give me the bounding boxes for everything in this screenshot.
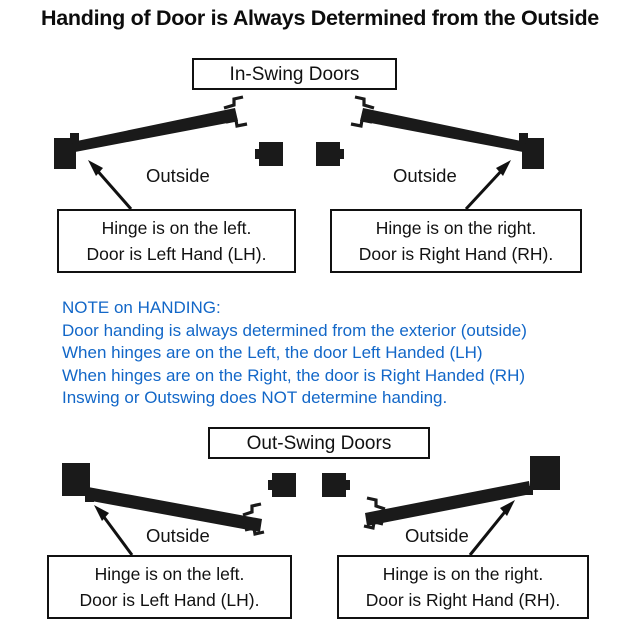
outside-label-inswing-right: Outside — [393, 165, 457, 186]
door-panel-outswing-right — [365, 481, 531, 526]
inswing-center-jambs — [255, 142, 344, 166]
door-hardware-bottom-outswing-right — [363, 520, 384, 530]
pointer-arrowhead-inswing-left — [88, 160, 103, 176]
pointer-line-outswing-right — [468, 507, 510, 556]
door-hardware-top-outswing-right — [366, 496, 386, 511]
jamb-notch-inswing-center-right — [339, 149, 344, 159]
callout-outswing-left-line2: Door is Left Hand (LH). — [79, 590, 260, 610]
jamb-block-inswing-center-right — [316, 142, 340, 166]
jamb-notch-outswing-center-left — [268, 480, 273, 490]
note-block: NOTE on HANDING: Door handing is always … — [62, 297, 527, 410]
note-line-2: When hinges are on the Left, the door Le… — [62, 343, 483, 363]
door-hardware-top-inswing-left — [223, 95, 244, 110]
callout-inswing-right: Hinge is on the right. Door is Right Han… — [330, 209, 582, 273]
jamb-block-outswing-center-right — [322, 473, 346, 497]
pointer-arrowhead-outswing-right — [500, 500, 515, 516]
jamb-block-inswing-center-left — [259, 142, 283, 166]
jamb-block-outswing-center-left — [272, 473, 296, 497]
callout-inswing-left-line2: Door is Left Hand (LH). — [86, 244, 267, 264]
outside-label-outswing-left: Outside — [146, 525, 210, 546]
jamb-notch-inswing-center-left — [255, 149, 260, 159]
pivot-knuckle-inswing-left — [70, 133, 79, 142]
hinge-block-outswing-right — [530, 456, 560, 490]
callout-outswing-right-line1: Hinge is on the right. — [382, 564, 544, 584]
note-heading: NOTE on HANDING: — [62, 298, 221, 317]
door-hardware-bottom-inswing-right — [350, 118, 373, 128]
page-title: Handing of Door is Always Determined fro… — [41, 6, 599, 30]
hinge-block-outswing-left — [62, 463, 90, 496]
hinge-block-inswing-left — [54, 138, 76, 169]
pivot-knuckle-outswing-right — [524, 486, 533, 495]
pivot-knuckle-outswing-left — [85, 493, 94, 502]
inswing-right-door-group — [350, 95, 544, 211]
door-panel-inswing-left — [72, 108, 238, 152]
callout-inswing-left-line1: Hinge is on the left. — [101, 218, 252, 238]
section-heading-outswing: Out-Swing Doors — [208, 427, 430, 459]
section-heading-inswing: In-Swing Doors — [192, 58, 397, 90]
outside-label-inswing-left: Outside — [146, 165, 210, 186]
note-line-4: Inswing or Outswing does NOT determine h… — [62, 388, 448, 408]
inswing-left-door-group — [54, 95, 248, 210]
note-line-3: When hinges are on the Right, the door i… — [62, 365, 526, 385]
hinge-block-inswing-right — [522, 138, 544, 169]
note-line-1: Door handing is always determined from t… — [62, 320, 527, 340]
pointer-arrowhead-outswing-left — [94, 505, 109, 521]
pointer-arrowhead-inswing-right — [496, 160, 511, 176]
callout-outswing-left-line1: Hinge is on the left. — [94, 564, 245, 584]
callout-outswing-right: Hinge is on the right. Door is Right Han… — [337, 555, 589, 619]
door-hardware-bottom-outswing-left — [244, 526, 265, 536]
door-hardware-bottom-inswing-left — [225, 118, 248, 128]
door-hardware-top-inswing-right — [354, 95, 375, 110]
callout-outswing-right-line2: Door is Right Hand (RH). — [365, 590, 561, 610]
callout-outswing-left: Hinge is on the left. Door is Left Hand … — [47, 555, 292, 619]
outside-label-outswing-right: Outside — [405, 525, 469, 546]
pointer-line-inswing-left — [93, 167, 133, 210]
outswing-center-jambs — [268, 473, 350, 497]
callout-inswing-right-line1: Hinge is on the right. — [375, 218, 537, 238]
pivot-knuckle-inswing-right — [519, 133, 528, 142]
callout-inswing-left: Hinge is on the left. Door is Left Hand … — [57, 209, 296, 273]
callout-inswing-right-line2: Door is Right Hand (RH). — [358, 244, 554, 264]
pointer-line-outswing-left — [99, 512, 134, 556]
jamb-notch-outswing-center-right — [345, 480, 350, 490]
door-panel-inswing-right — [360, 108, 526, 152]
pointer-line-inswing-right — [464, 166, 506, 211]
door-hardware-top-outswing-left — [242, 502, 262, 517]
